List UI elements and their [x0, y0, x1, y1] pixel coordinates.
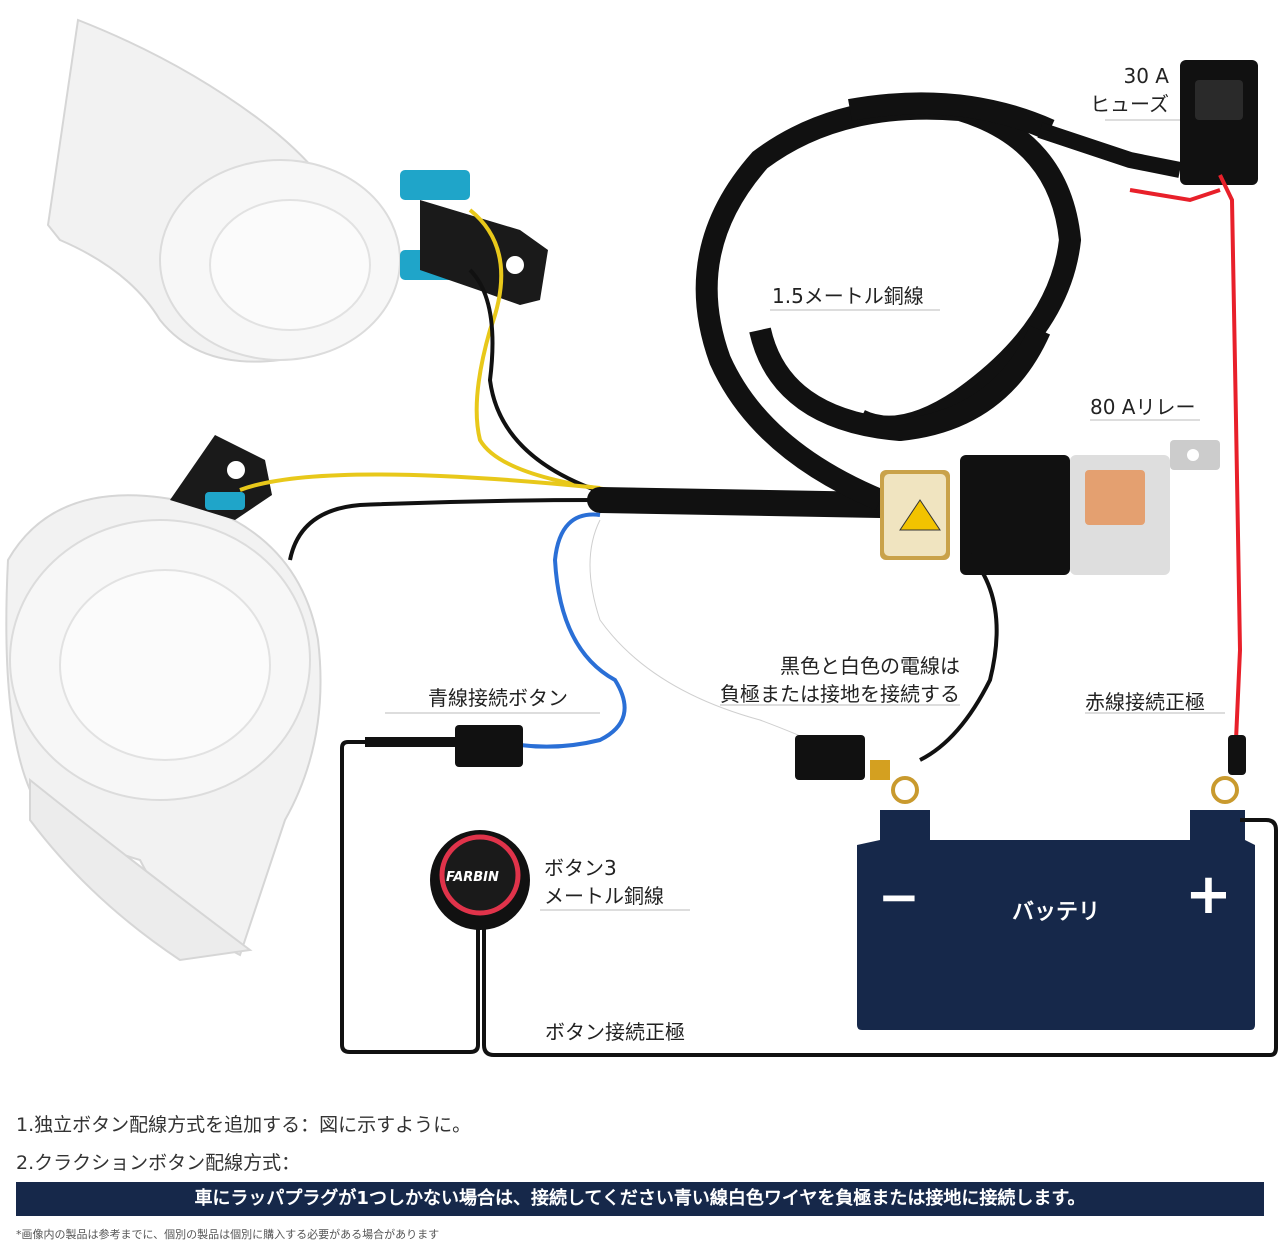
blue-wire: [519, 512, 627, 749]
relay: [880, 440, 1220, 575]
button-ground-wire: [340, 740, 480, 1054]
yellow-wire-bottom: [239, 472, 601, 492]
horn-button: [430, 830, 530, 930]
horn-bracket-bottom: [170, 435, 272, 520]
button-brand: FARBIN: [446, 870, 499, 885]
battery-minus: −: [878, 868, 920, 926]
footnote: *画像内の製品は参考までに、個別の製品は個別に購入する必要がある場合があります: [16, 1228, 440, 1241]
red-wire-label: 赤線接続正極: [1085, 690, 1205, 714]
horn-connector-blue-1: [400, 170, 470, 200]
red-wire: [1218, 174, 1243, 741]
button-positive-wire: [482, 818, 1278, 1057]
black-white-wire-label-1: 黒色と白色の電線は: [780, 654, 960, 678]
red-wire-fuse: [1129, 188, 1221, 203]
leader-lines: [385, 119, 1225, 911]
yellow-wire-top: [468, 208, 611, 492]
fuse-label-amp: 30 A: [1123, 64, 1170, 88]
button-cable-label-1: ボタン3: [544, 856, 617, 880]
note-banner: 車にラッパプラグが1つしかない場合は、接続してください青い線白色ワイヤを負極また…: [16, 1182, 1264, 1216]
black-white-wire-label-2: 負極または接地を接続する: [720, 682, 960, 706]
copper-cable-label: 1.5メートル銅線: [772, 284, 924, 308]
battery-plus: +: [1185, 862, 1232, 927]
horn-top: [46, 18, 548, 363]
black-wire-top: [468, 268, 611, 497]
battery-label: バッテリ: [1012, 900, 1101, 925]
battery: [857, 810, 1255, 1030]
coiled-cable: [695, 92, 1082, 511]
black-wire-bottom: [288, 498, 601, 561]
relay-label: 80 Aリレー: [1090, 395, 1196, 419]
horn-bottom: [5, 435, 322, 962]
blue-wire-connector: [455, 725, 523, 767]
fuse-label: ヒューズ: [1090, 92, 1169, 116]
button-positive-label: ボタン接続正極: [545, 1020, 685, 1044]
fuse-lead: [1037, 122, 1182, 178]
fuse-holder: [1180, 60, 1258, 185]
button-cable-label-2: メートル銅線: [544, 884, 664, 908]
white-wire-connector: [795, 735, 865, 780]
note-line-1: 1.独立ボタン配線方式を追加する：図に示すように。: [16, 1114, 472, 1136]
black-ground-wire: [919, 553, 999, 762]
note-line-2: 2.クラクションボタン配線方式：: [16, 1152, 301, 1174]
horn-bracket-top: [420, 200, 548, 305]
harness-sleeve: [587, 487, 893, 518]
blue-wire-label: 青線接続ボタン: [428, 686, 568, 710]
